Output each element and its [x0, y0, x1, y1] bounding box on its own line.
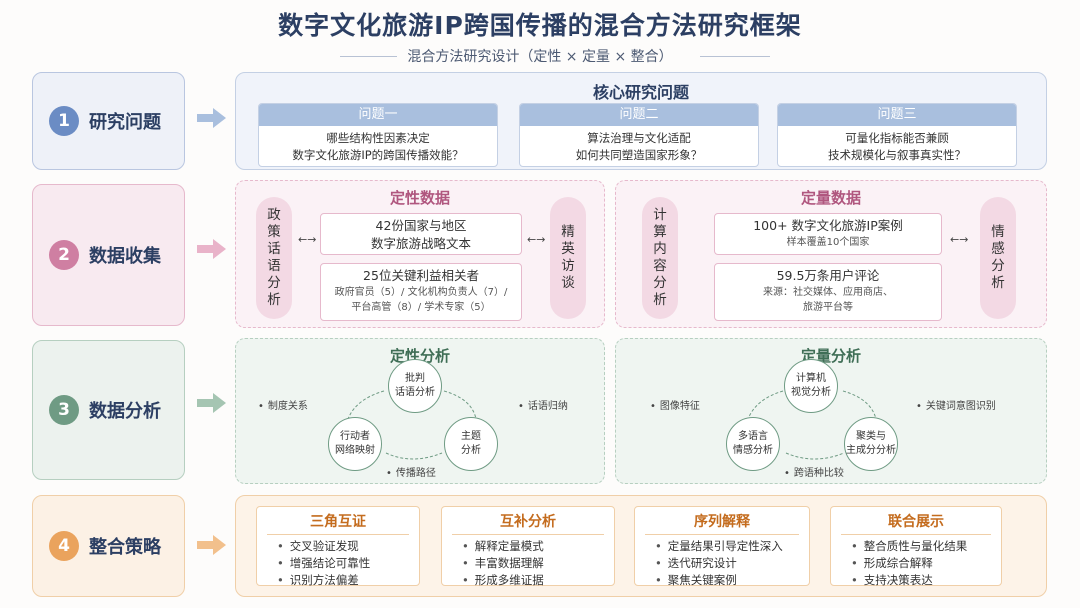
method-computational-content: 计算内容分析	[642, 197, 678, 319]
strategy-card-triangulation: 三角互证 交叉验证发现 增强结论可靠性 识别方法偏差	[256, 506, 420, 587]
page-title: 数字文化旅游IP跨国传播的混合方法研究框架	[278, 11, 802, 40]
node-clustering-pca: 聚类与主成分分析	[844, 417, 898, 471]
subtitle-rule-left	[340, 56, 410, 57]
question-card-1: 问题一 哪些结构性因素决定 数字文化旅游IP的跨国传播效能？	[258, 103, 498, 167]
row-label-data-analysis: 3 数据分析	[32, 340, 185, 480]
stakeholder-box: 25位关键利益相关者 政府官员（5）/ 文化机构负责人（7）/ 平台高管（8）/…	[320, 263, 522, 321]
quantitative-data-panel: 定量数据 计算内容分析 100+ 数字文化旅游IP案例 样本覆盖10个国家 59…	[615, 180, 1047, 328]
ip-cases-box: 100+ 数字文化旅游IP案例 样本覆盖10个国家	[714, 213, 942, 255]
questions-title: 核心研究问题	[592, 83, 689, 102]
note-institutional: 制度关系	[258, 397, 308, 412]
note-cross-language: 跨语种比较	[784, 464, 844, 479]
cycle-arrows-icon	[747, 390, 877, 460]
arrow-right-icon	[197, 239, 226, 259]
node-computer-vision: 计算机视觉分析	[784, 359, 838, 413]
question-body: 可量化指标能否兼顾 技术规模化与叙事真实性？	[828, 131, 966, 162]
strategy-card-sequential: 序列解释 定量结果引导定性深入 迭代研究设计 聚焦关键案例	[634, 506, 810, 587]
cycle-arrows-icon	[347, 390, 477, 460]
strategy-card-joint-display: 联合展示 整合质性与量化结果 形成综合解释 支持决策表达	[830, 506, 1002, 587]
policy-text-box: 42份国家与地区 数字旅游战略文本	[320, 213, 522, 255]
question-head: 问题一	[259, 104, 497, 126]
note-keyword-intent: 关键词意图识别	[916, 397, 996, 412]
question-card-2: 问题二 算法治理与文化适配 如何共同塑造国家形象？	[519, 103, 759, 167]
qualitative-data-title: 定性数据	[389, 189, 450, 207]
question-body: 哪些结构性因素决定 数字文化旅游IP的跨国传播效能？	[292, 131, 464, 162]
node-multilingual-sentiment: 多语言情感分析	[726, 417, 780, 471]
double-arrow-icon: ←→	[527, 233, 546, 246]
question-body: 算法治理与文化适配 如何共同塑造国家形象？	[575, 131, 703, 162]
qualitative-data-panel: 定性数据 政策话语分析 ←→ 42份国家与地区 数字旅游战略文本 25位关键利益…	[235, 180, 605, 328]
node-critical-discourse: 批判话语分析	[388, 359, 442, 413]
node-thematic: 主题分析	[444, 417, 498, 471]
note-image-features: 图像特征	[650, 397, 700, 412]
step-number: 1	[49, 106, 79, 136]
row-label-text: 数据收集	[89, 246, 161, 267]
row-label-research-questions: 1 研究问题	[32, 72, 185, 170]
question-card-3: 问题三 可量化指标能否兼顾 技术规模化与叙事真实性？	[777, 103, 1017, 167]
question-head: 问题三	[778, 104, 1016, 126]
note-discourse-induction: 话语归纳	[518, 397, 568, 412]
node-actor-network: 行动者网络映射	[328, 417, 382, 471]
row-label-text: 整合策略	[89, 537, 161, 558]
double-arrow-icon: ←→	[950, 233, 969, 246]
subtitle: 混合方法研究设计（定性 × 定量 × 整合）	[0, 46, 1080, 66]
double-arrow-icon: ←→	[298, 233, 317, 246]
method-elite-interview: 精英访谈	[550, 197, 586, 319]
method-sentiment-analysis: 情感分析	[980, 197, 1016, 319]
step-number: 4	[49, 531, 79, 561]
arrow-right-icon	[197, 393, 226, 413]
user-comments-box: 59.5万条用户评论 来源：社交媒体、应用商店、 旅游平台等	[714, 263, 942, 321]
row-label-text: 研究问题	[89, 112, 161, 133]
integration-panel: 三角互证 交叉验证发现 增强结论可靠性 识别方法偏差 互补分析 解释定量模式 丰…	[235, 495, 1047, 597]
row-label-data-collection: 2 数据收集	[32, 184, 185, 326]
research-questions-panel: 核心研究问题 问题一 哪些结构性因素决定 数字文化旅游IP的跨国传播效能？ 问题…	[235, 72, 1047, 170]
quantitative-data-title: 定量数据	[800, 189, 861, 207]
arrow-right-icon	[197, 108, 226, 128]
row-label-integration: 4 整合策略	[32, 495, 185, 597]
question-head: 问题二	[520, 104, 758, 126]
arrow-right-icon	[197, 535, 226, 555]
step-number: 3	[49, 395, 79, 425]
step-number: 2	[49, 240, 79, 270]
row-label-text: 数据分析	[89, 401, 161, 422]
method-policy-discourse: 政策话语分析	[256, 197, 292, 319]
note-propagation-path: 传播路径	[386, 464, 436, 479]
subtitle-rule-right	[700, 56, 770, 57]
strategy-card-complementary: 互补分析 解释定量模式 丰富数据理解 形成多维证据	[441, 506, 615, 587]
